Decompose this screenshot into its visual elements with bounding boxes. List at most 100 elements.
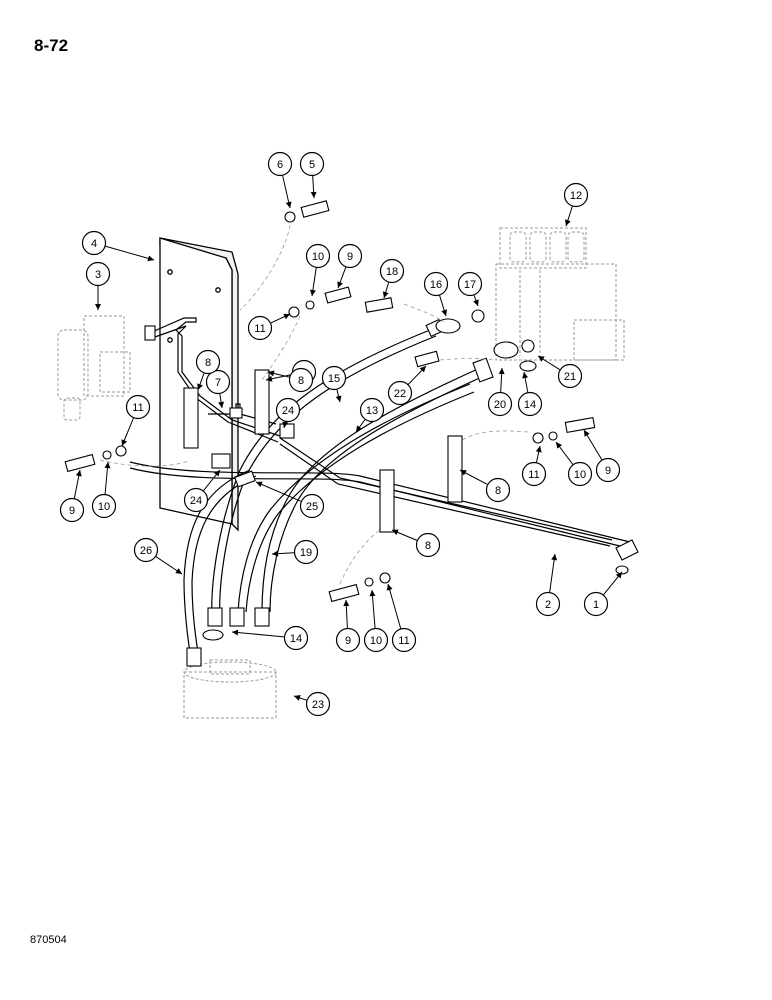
callout-arrowhead	[285, 201, 292, 208]
callout-leader	[387, 583, 402, 629]
callout-number: 1	[593, 599, 599, 611]
callout-leader	[371, 589, 376, 629]
callout-circle	[133, 537, 159, 563]
callout-arrowhead	[551, 554, 558, 561]
callout-circle	[415, 532, 441, 558]
callout-circle	[487, 391, 513, 417]
callout-arrowhead	[256, 481, 263, 488]
callout-arrowhead	[147, 255, 154, 262]
callout-circle	[299, 493, 325, 519]
callout-arrowhead	[419, 366, 426, 373]
callout-8: 8	[459, 469, 511, 503]
callout-arrowhead	[266, 375, 273, 382]
callout-10: 10	[555, 441, 593, 487]
callout-arrowhead	[584, 430, 590, 437]
callout-number: 21	[564, 371, 576, 383]
callout-arrowhead	[356, 425, 362, 432]
callout-10: 10	[305, 243, 331, 297]
callout-11: 11	[121, 394, 151, 447]
callout-arrowhead	[343, 600, 350, 607]
callout-circle	[321, 365, 347, 391]
callout-arrowhead	[382, 291, 389, 298]
callout-circle	[379, 258, 405, 284]
callout-number: 24	[282, 405, 294, 417]
callout-arrowhead	[283, 313, 290, 320]
callout-circle	[517, 391, 543, 417]
callout-arrowhead	[232, 629, 239, 636]
callout-8: 8	[195, 349, 221, 391]
callout-number: 8	[298, 375, 304, 387]
callout-number: 12	[570, 190, 582, 202]
callout-arrowhead	[535, 446, 542, 453]
callout-circle	[457, 271, 483, 297]
callout-arrowhead	[268, 370, 275, 377]
callout-number: 11	[254, 323, 265, 335]
callout-8: 8	[267, 367, 314, 393]
callout-circle	[288, 367, 314, 393]
callout-circle	[283, 625, 309, 651]
callout-arrowhead	[538, 356, 545, 362]
callout-4: 4	[81, 230, 155, 262]
callout-number: 11	[398, 635, 409, 647]
callout-circle	[521, 461, 547, 487]
callout-circle	[293, 539, 319, 565]
callout-number: 9	[347, 251, 353, 263]
callout-8: 8	[391, 529, 441, 558]
callout-circle	[305, 243, 331, 269]
callout-arrowhead	[369, 590, 376, 597]
callout-number: 8	[425, 540, 431, 552]
callout-arrowhead	[337, 281, 343, 288]
callout-16: 16	[423, 271, 449, 317]
callout-arrowhead	[75, 470, 82, 477]
callout-arrowhead	[218, 401, 225, 408]
callout-circle	[85, 261, 111, 287]
callout-arrowhead	[197, 383, 203, 390]
callout-circle	[359, 397, 385, 423]
hardware	[64, 200, 596, 603]
callout-6: 6	[267, 151, 293, 209]
clips	[211, 423, 295, 469]
callout-20: 20	[487, 367, 513, 417]
callout-number: 6	[277, 159, 283, 171]
callout-arrowhead	[272, 550, 279, 557]
callout-10: 10	[91, 461, 117, 519]
callout-number: 7	[215, 377, 221, 389]
callout-circle	[59, 497, 85, 523]
callout-circle	[305, 691, 331, 717]
callout-circle	[535, 591, 561, 617]
callout-arrowhead	[386, 584, 393, 591]
callout-circle	[125, 394, 151, 420]
callout-arrowhead	[498, 368, 505, 375]
callout-1: 1	[583, 571, 623, 617]
callout-arrowhead	[522, 372, 529, 379]
callout-leader	[255, 481, 302, 502]
callout-15: 15	[321, 365, 347, 403]
callout-number: 2	[545, 599, 551, 611]
callout-number: 10	[98, 501, 110, 513]
callout-14: 14	[231, 625, 309, 651]
callout-leader	[549, 553, 556, 593]
callout-arrowhead	[213, 470, 220, 477]
callout-circle	[205, 369, 231, 395]
callout-number: 5	[309, 159, 315, 171]
callout-17: 17	[457, 271, 483, 307]
callout-23: 23	[293, 691, 331, 717]
hoses	[183, 329, 485, 653]
callout-circle	[247, 315, 273, 341]
callout-circle	[299, 151, 325, 177]
callout-number: 25	[306, 501, 318, 513]
callout-circle	[275, 397, 301, 423]
callout-22: 22	[387, 365, 427, 406]
callout-number: 8	[205, 357, 211, 369]
callout-11: 11	[521, 445, 547, 487]
callout-layer: 1234567888889999101010101111111112131414…	[59, 151, 623, 717]
callout-number: 14	[290, 633, 302, 645]
callout-circle	[423, 271, 449, 297]
callout-number: 26	[140, 545, 152, 557]
callout-19: 19	[271, 539, 319, 565]
callout-number: 17	[464, 279, 476, 291]
callout-circle	[81, 230, 107, 256]
callout-circle	[195, 349, 221, 375]
callout-circle	[335, 627, 361, 653]
mounting-plate	[159, 237, 239, 532]
